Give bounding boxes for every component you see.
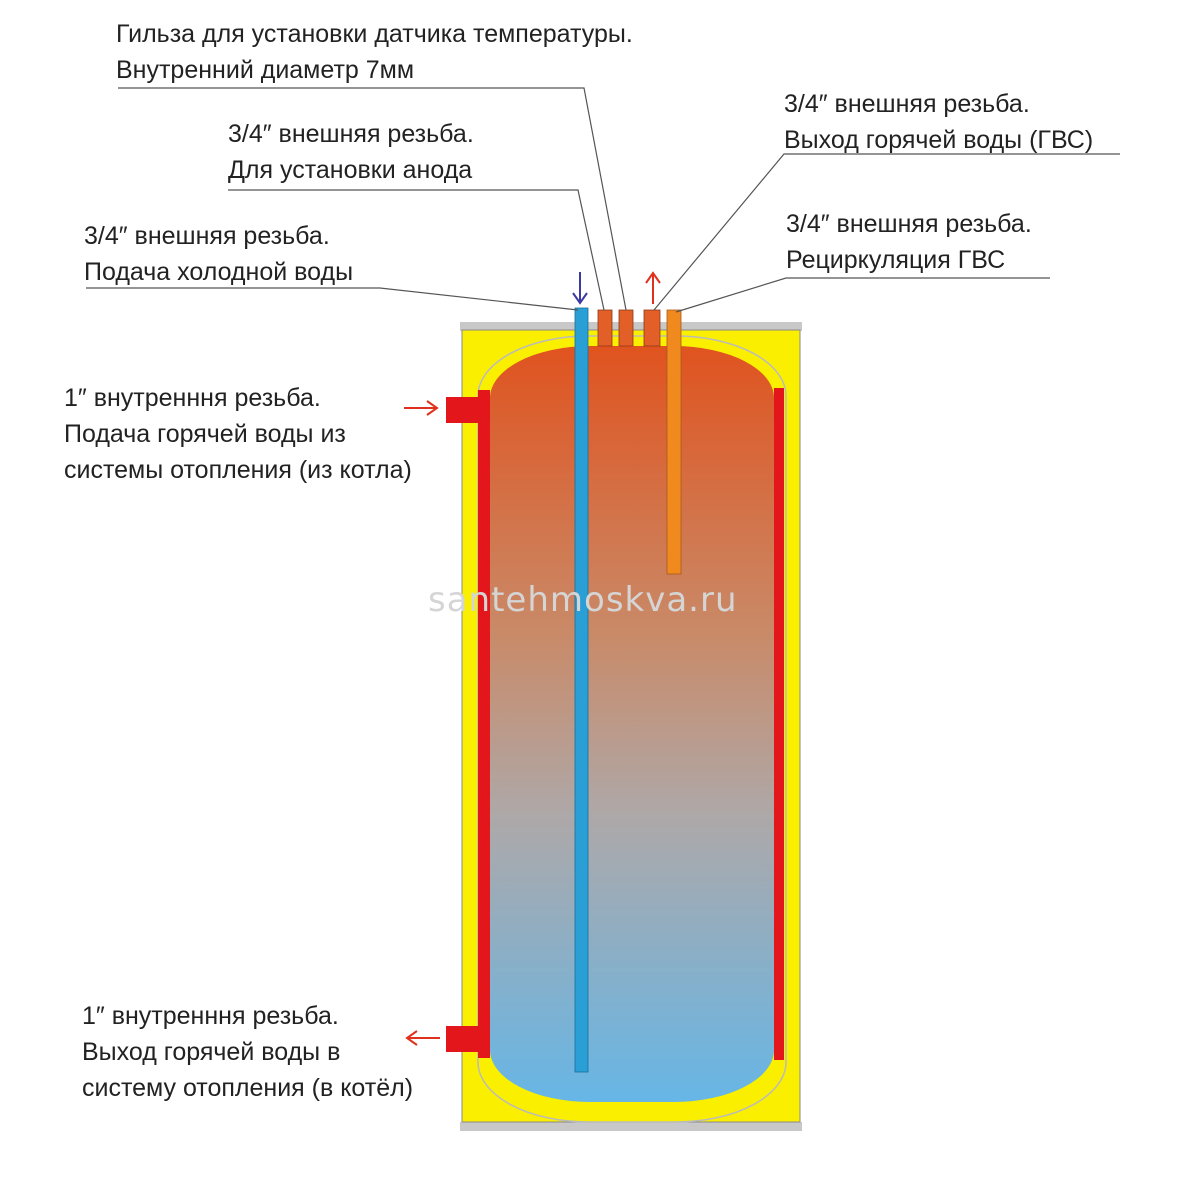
cold-water-pipe xyxy=(574,307,589,1073)
leader-lines xyxy=(86,87,1120,313)
bottom-cap xyxy=(460,1122,802,1131)
label-heating-inlet: 1″ внутренння резьба. Подача горячей вод… xyxy=(64,384,412,484)
anode-fitting xyxy=(597,309,613,347)
leader-sensor-sleeve xyxy=(118,87,627,311)
cold-inflow-arrow xyxy=(572,272,588,305)
heating-outlet-nozzle xyxy=(446,1026,490,1052)
hot-water-outlet-fitting xyxy=(643,309,661,347)
label-anode: 3/4″ внешняя резьба. Для установки анода xyxy=(228,120,474,184)
sensor-sleeve-fitting xyxy=(618,309,634,347)
heating-inlet-nozzle xyxy=(446,397,490,423)
label-cold-water-inlet: 3/4″ внешняя резьба. Подача холодной вод… xyxy=(84,222,354,286)
watermark: santehmoskva.ru xyxy=(428,580,738,620)
leader-hot-water xyxy=(653,153,1120,311)
leader-anode xyxy=(228,189,605,311)
label-sensor-sleeve: Гильза для установки датчика температуры… xyxy=(116,20,633,84)
heating-outflow-arrow xyxy=(405,1030,440,1046)
label-hot-water-outlet: 3/4″ внешняя резьба. Выход горячей воды … xyxy=(784,90,1094,154)
leader-recirculation xyxy=(675,277,1050,313)
water-volume xyxy=(490,346,774,1102)
hot-outflow-arrow xyxy=(645,271,661,304)
recirculation-pipe xyxy=(666,309,682,575)
label-heating-outlet: 1″ внутренння резьба. Выход горячей воды… xyxy=(82,1002,414,1102)
heating-coil-left xyxy=(478,390,490,1058)
heating-inflow-arrow xyxy=(404,400,439,416)
leader-cold-water xyxy=(86,287,579,311)
label-recirculation: 3/4″ внешняя резьба. Рециркуляция ГВС xyxy=(786,210,1032,274)
heating-coil-right xyxy=(774,388,784,1060)
